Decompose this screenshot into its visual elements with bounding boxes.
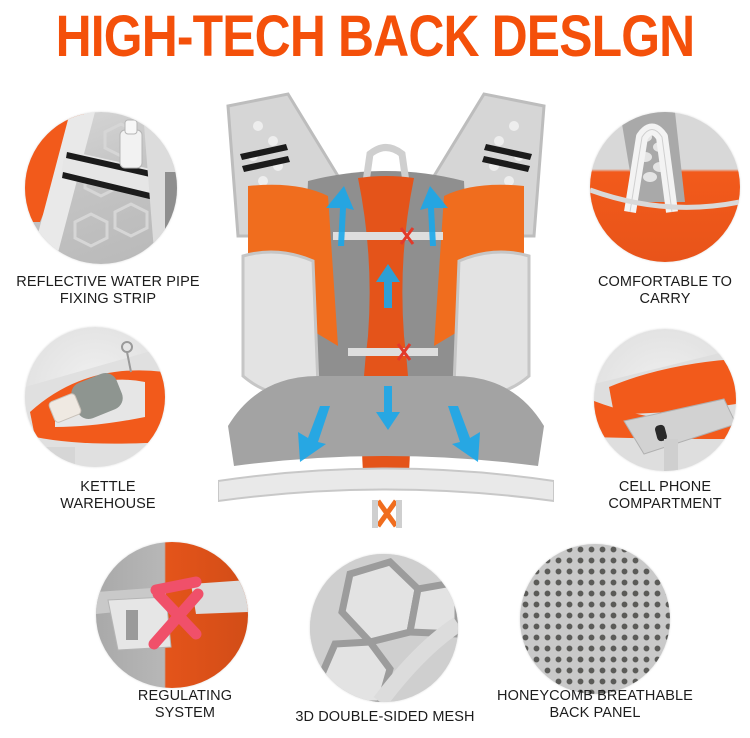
airflow-arrow-icon [376, 386, 400, 430]
label-line: REGULATING [137, 688, 233, 704]
feature-mesh-3d: 3D DOUBLE-SIDED MESH [282, 550, 488, 730]
headline: HIGH-TECH BACK DESLGN [55, 4, 696, 69]
feature-label: CELL PHONE COMPARTMENT [580, 479, 750, 513]
label-line: SYSTEM [154, 705, 216, 721]
label-line: HONEYCOMB BREATHABLE [497, 688, 693, 704]
label-line: CARRY [639, 291, 691, 307]
feature-cell-phone: CELL PHONE COMPARTMENT [580, 325, 750, 515]
3d-mesh-photo-icon [310, 554, 458, 702]
label-line: BACK PANEL [549, 705, 641, 721]
airflow-arrow-icon [448, 406, 480, 462]
feature-label: KETTLE WAREHOUSE [0, 479, 216, 513]
label-line: WAREHOUSE [60, 496, 156, 512]
label-line: REFLECTIVE WATER PIPE [16, 274, 200, 290]
airflow-arrow-icon [298, 406, 330, 462]
feature-regulating-system: REGULATING SYSTEM [90, 540, 280, 730]
airflow-arrow-icon [376, 264, 400, 308]
water-bottle-pocket-photo-icon [25, 327, 165, 467]
label-line: KETTLE [80, 479, 136, 495]
airflow-arrow-icon [420, 186, 448, 246]
label-line: 3D DOUBLE-SIDED MESH [295, 709, 475, 725]
feature-comfortable: COMFORTABLE TO CARRY [580, 100, 750, 310]
label-line: COMFORTABLE TO [597, 274, 733, 290]
feature-reflective-strip: REFLECTIVE WATER PIPE FIXING STRIP [0, 100, 216, 310]
airflow-arrow-icon [326, 186, 354, 246]
feature-label: COMFORTABLE TO CARRY [580, 274, 750, 308]
feature-kettle-warehouse: KETTLE WAREHOUSE [0, 325, 216, 515]
buckle-photo-icon [96, 542, 248, 688]
label-line: FIXING STRIP [59, 291, 157, 307]
feature-label: REGULATING SYSTEM [90, 688, 280, 722]
feature-label: REFLECTIVE WATER PIPE FIXING STRIP [0, 274, 216, 308]
carry-handle-photo-icon [590, 112, 740, 262]
label-line: CELL PHONE [618, 479, 712, 495]
reflective-strip-photo-icon [25, 112, 177, 264]
vest-back-view [217, 86, 555, 538]
label-line: COMPARTMENT [608, 496, 722, 512]
honeycomb-mesh-photo-icon [520, 544, 670, 694]
feature-label: 3D DOUBLE-SIDED MESH [282, 709, 488, 726]
phone-pocket-photo-icon [594, 329, 736, 471]
feature-label: HONEYCOMB BREATHABLE BACK PANEL [490, 688, 700, 722]
feature-honeycomb-panel: HONEYCOMB BREATHABLE BACK PANEL [490, 540, 700, 730]
